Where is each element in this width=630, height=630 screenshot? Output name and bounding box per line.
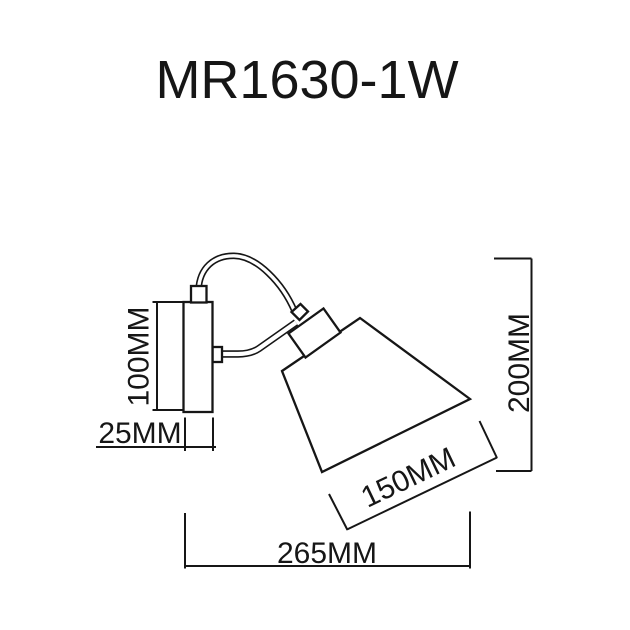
dimension-overall-height: 200MM bbox=[494, 257, 536, 472]
dimension-label-25mm: 25MM bbox=[98, 417, 181, 450]
arm-mount-stub bbox=[211, 345, 224, 364]
dimension-label-265mm: 265MM bbox=[277, 537, 377, 570]
gooseneck-arc-tube-inner bbox=[196, 254, 297, 312]
wall-plate bbox=[182, 300, 214, 414]
socket-connector-icon bbox=[289, 302, 310, 322]
support-arm-tube-inner bbox=[216, 320, 298, 357]
dimension-back-plate-width: 25MM bbox=[96, 417, 216, 451]
wall-lamp-drawing bbox=[182, 252, 473, 474]
extension-tick bbox=[478, 420, 498, 459]
dimension-line bbox=[346, 456, 498, 531]
wall-plate-cap bbox=[189, 284, 208, 304]
extension-tick bbox=[328, 493, 349, 531]
product-model-title: MR1630-1W bbox=[155, 50, 458, 110]
dimension-label-200mm: 200MM bbox=[503, 313, 536, 413]
dimension-label-100mm: 100MM bbox=[123, 306, 156, 406]
lamp-socket bbox=[286, 306, 343, 360]
dimension-overall-width: 265MM bbox=[184, 511, 471, 570]
dimension-label-150mm: 150MM bbox=[356, 441, 460, 514]
dimension-back-plate-height: 100MM bbox=[123, 301, 184, 411]
